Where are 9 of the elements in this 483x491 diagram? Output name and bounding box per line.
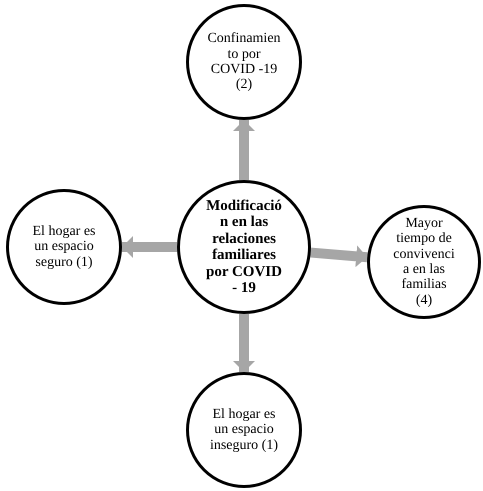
circle-text: Modificación en las relaciones familiares por COVID - 19 <box>205 198 283 296</box>
circle-text: Confinamien to por COVID -19 (2) <box>206 31 282 93</box>
block-arrow <box>122 236 177 258</box>
circle-text: Mayor tiempo de convivenci a en las familias (4) <box>392 216 456 308</box>
circle-text: El hogar es un espacio seguro (1) <box>32 224 96 270</box>
block-arrow <box>233 314 255 372</box>
block-arrow <box>233 120 255 180</box>
block-arrow <box>310 245 368 268</box>
circle-text: El hogar es un espacio inseguro (1) <box>208 406 280 454</box>
